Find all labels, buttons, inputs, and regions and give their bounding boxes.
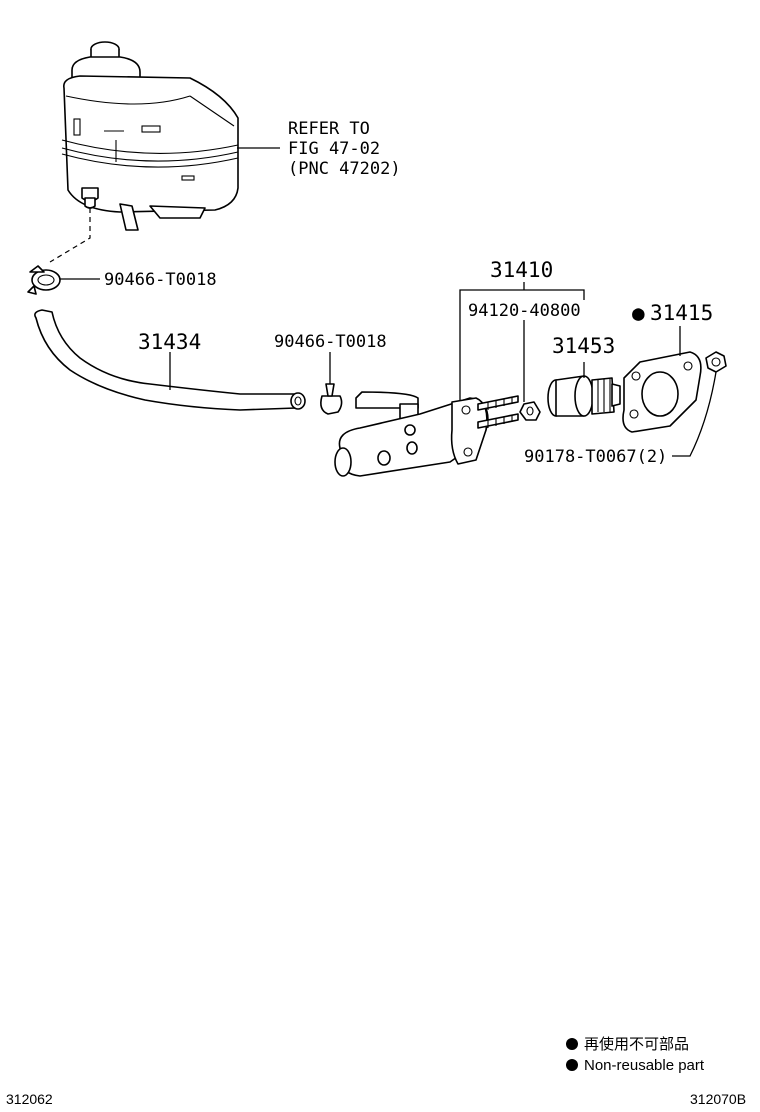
reservoir-hose bbox=[34, 309, 306, 411]
hose-clamp-upper bbox=[27, 265, 61, 295]
reservoir-ref-line1: REFER TO bbox=[288, 119, 370, 139]
bolt bbox=[705, 351, 727, 373]
clamp-upper-label: 90466-T0018 bbox=[104, 270, 217, 290]
gasket-label: 31415 bbox=[650, 301, 713, 325]
reservoir-ref-line3: (PNC 47202) bbox=[288, 159, 401, 179]
gasket bbox=[622, 351, 702, 433]
piston-kit bbox=[547, 375, 621, 417]
legend-text-en: Non-reusable part bbox=[584, 1057, 705, 1074]
hose-clamp-lower bbox=[320, 383, 343, 415]
diagram-code-right: 312070B bbox=[690, 1091, 746, 1107]
bolt-label: 90178-T0067(2) bbox=[524, 447, 667, 467]
assy-bracket bbox=[459, 289, 585, 400]
clutch-master-cylinder bbox=[334, 391, 519, 477]
legend-marker-jp bbox=[566, 1038, 578, 1050]
bolt-leader bbox=[672, 371, 717, 457]
piston-kit-label: 31453 bbox=[552, 334, 615, 358]
clamp-lower-label: 90466-T0018 bbox=[274, 332, 387, 352]
diagram-code-left: 312062 bbox=[6, 1091, 53, 1107]
nut bbox=[519, 401, 541, 421]
reservoir-tank bbox=[49, 41, 239, 263]
legend-text-jp: 再使用不可部品 bbox=[584, 1036, 689, 1053]
nut-label: 94120-40800 bbox=[468, 301, 581, 321]
hose-label: 31434 bbox=[138, 330, 201, 354]
legend-marker-en bbox=[566, 1059, 578, 1071]
legend: 再使用不可部品 Non-reusable part bbox=[566, 1036, 705, 1074]
gasket-marker: ● bbox=[632, 301, 645, 325]
master-cylinder-assy-label: 31410 bbox=[490, 258, 553, 282]
reservoir-ref-line2: FIG 47-02 bbox=[288, 139, 380, 159]
